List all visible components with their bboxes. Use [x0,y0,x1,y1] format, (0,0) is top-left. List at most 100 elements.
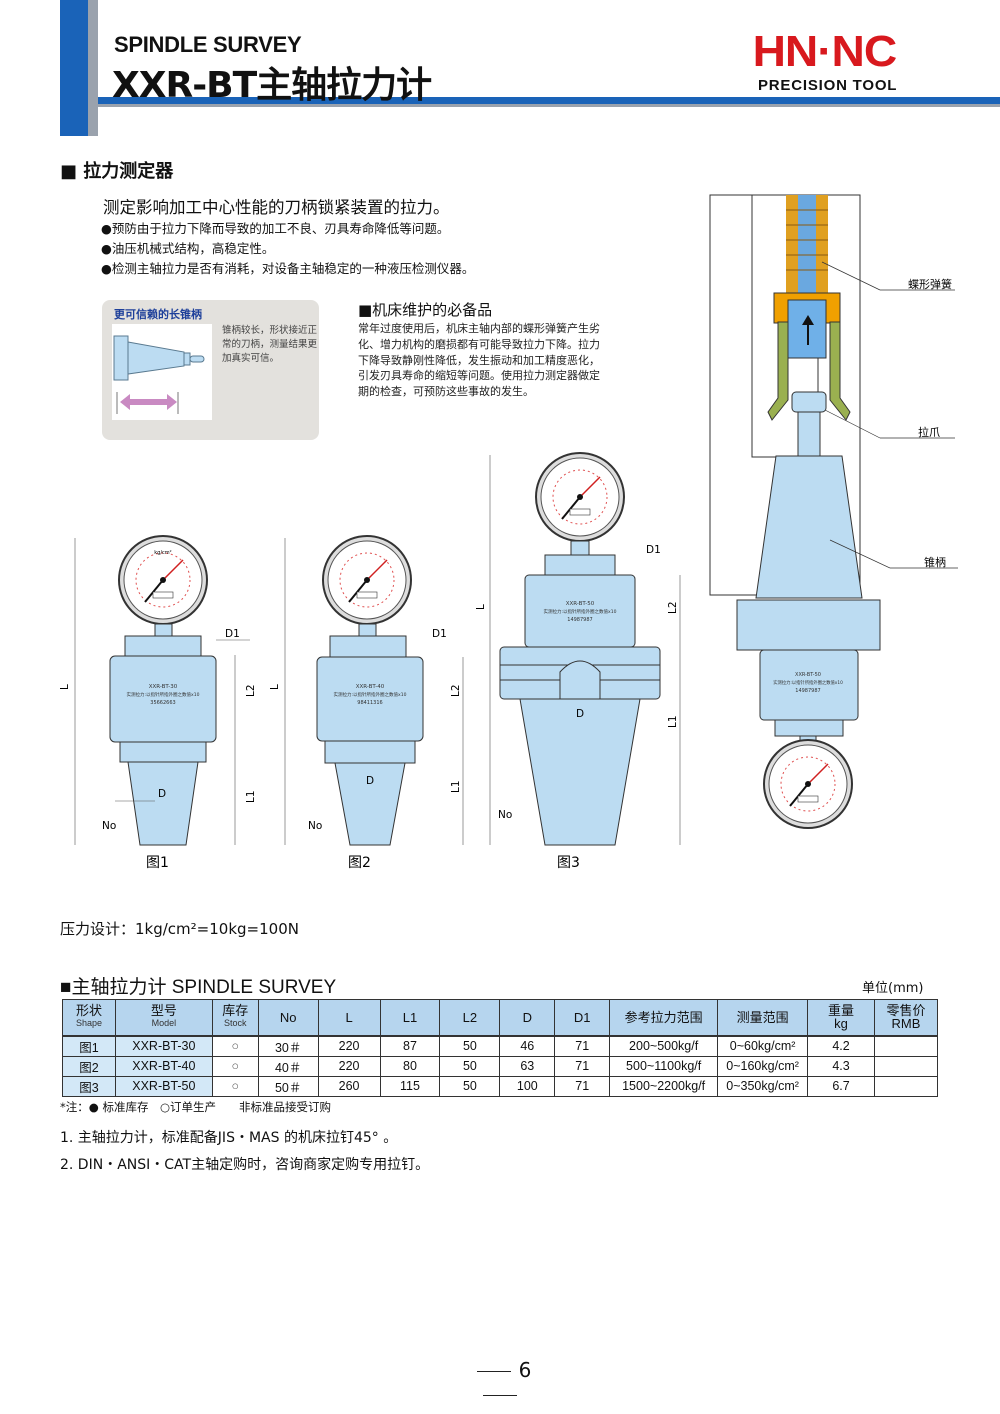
svg-text:XXR-BT-30: XXR-BT-30 [149,684,178,690]
table-cell: 4.2 [807,1035,875,1057]
header-accent-bar-gray [88,0,98,136]
header-rule-gray [98,104,1000,107]
svg-text:D1: D1 [646,544,661,556]
table-cell: 50 [439,1035,501,1057]
svg-text:L: L [269,684,281,690]
svg-text:实测拉力:以指针所指外圈之数值x10: 实测拉力:以指针所指外圈之数值x10 [544,608,617,615]
svg-text:14987987: 14987987 [795,688,820,694]
table-cell: 4.3 [807,1055,875,1077]
feature-box-text: 锥柄较长，形状接近正常的刀柄，测量结果更加真实可信。 [222,325,318,364]
table-cell [873,1055,939,1077]
table-cell: 63 [499,1055,556,1077]
pressure-gauge-icon [763,739,853,829]
table-cell [873,1035,939,1057]
svg-text:XXR-BT-50: XXR-BT-50 [795,672,821,678]
table-cell: 40＃ [257,1055,319,1077]
table-cell: 30＃ [257,1035,319,1057]
svg-text:D: D [576,708,584,720]
brand-logo-tagline: PRECISION TOOL [758,77,898,94]
header-accent-bar [60,0,88,136]
pressure-gauge-icon [322,535,412,625]
table-cell: 图3 [62,1075,116,1097]
maintenance-title: ■机床维护的必备品 [358,301,493,319]
svg-text:L1: L1 [450,780,462,793]
note-item: 2. DIN・ANSI・CAT主轴定购时，咨询商家定购专用拉钉。 [60,1157,430,1173]
svg-text:14987987: 14987987 [567,617,592,623]
table-cell: XXR-BT-50 [114,1075,213,1097]
table-cell: 50 [439,1075,501,1097]
column-header: L [317,999,381,1037]
svg-text:L2: L2 [450,684,462,697]
column-header: No [257,999,319,1037]
figure-caption: 图1 [146,855,169,871]
svg-text:实测拉力:以指针所指外圈之数值x10: 实测拉力:以指针所指外圈之数值x10 [773,679,843,686]
svg-text:D1: D1 [225,628,240,640]
table-cell: 0~160kg/cm² [717,1055,809,1077]
svg-text:D1: D1 [432,628,447,640]
table-cell: 图2 [62,1055,116,1077]
table-cell: 87 [379,1035,441,1057]
svg-text:L: L [475,604,487,610]
figure-caption: 图3 [557,855,580,871]
table-cell: 0~350kg/cm² [717,1075,809,1097]
note-item: 1. 主轴拉力计，标准配备JIS・MAS 的机床拉钉45° 。 [60,1130,398,1146]
column-header: L1 [379,999,441,1037]
maintenance-text: 常年过度使用后，机床主轴内部的蝶形弹簧产生劣化、增力机构的磨损都有可能导致拉力下… [358,322,600,399]
svg-text:XXR-BT-40: XXR-BT-40 [356,684,385,690]
svg-text:98411316: 98411316 [357,700,382,706]
label-gripper: 拉爪 [918,425,940,439]
table-cell: 115 [379,1075,441,1097]
svg-text:D: D [366,775,374,787]
page-number: 6 [450,1358,550,1406]
svg-text:L1: L1 [667,715,679,728]
table-cell: XXR-BT-30 [114,1035,213,1057]
spindle-section-drawing: XXR-BT-50 实测拉力:以指针所指外圈之数值x10 14987987 蝶形… [709,194,958,829]
svg-text:D: D [158,788,166,800]
figure-caption: 图2 [348,855,371,871]
intro-text: 测定影响加工中心性能的刀柄锁紧装置的拉力。 [103,198,450,217]
table-cell: 500~1100kg/f [609,1055,719,1077]
svg-text:L: L [59,684,71,690]
table-cell: 260 [317,1075,381,1097]
long-taper-illustration [112,324,212,420]
table-cell: ○ [211,1055,259,1077]
header-rule [98,97,1000,104]
column-header: L2 [439,999,501,1037]
table-cell: ○ [211,1035,259,1057]
table-cell: 1500~2200kg/f [609,1075,719,1097]
table-cell: 220 [317,1055,381,1077]
svg-text:L2: L2 [667,601,679,614]
svg-text:XXR-BT-50: XXR-BT-50 [566,601,595,607]
stock-legend: *注：● 标准库存 ○订单生产 非标准品接受订购 [60,1100,331,1114]
page-title: XXR-BT主轴拉力计 [112,65,432,106]
table-cell: 100 [499,1075,556,1097]
table-cell: 220 [317,1035,381,1057]
svg-text:No: No [308,820,322,832]
bullet-item: ●预防由于拉力下降而导致的加工不良、刃具寿命降低等问题。 [101,221,450,236]
column-header: 测量范围 [717,999,809,1037]
table-title: ■主轴拉力计 SPINDLE SURVEY [60,977,337,998]
pressure-note: 压力设计：1kg/cm²=10kg=100N [60,920,299,938]
table-cell [873,1075,939,1097]
brand-logo: HN·NC [752,27,898,76]
svg-text:35662663: 35662663 [150,700,175,706]
pressure-gauge-icon [535,452,625,542]
table-cell: 0~60kg/cm² [717,1035,809,1057]
table-cell: 71 [554,1075,611,1097]
figure-3-drawing: XXR-BT-50 实测拉力:以指针所指外圈之数值x10 14987987 L … [475,452,681,871]
bullet-item: ●油压机械式结构，高稳定性。 [101,241,275,256]
column-header: 参考拉力范围 [609,999,719,1037]
table-cell: 71 [554,1055,611,1077]
table-cell: 46 [499,1035,556,1057]
column-header: D1 [554,999,611,1037]
svg-text:实测拉力:以指针所指外圈之数值x10: 实测拉力:以指针所指外圈之数值x10 [334,691,407,698]
